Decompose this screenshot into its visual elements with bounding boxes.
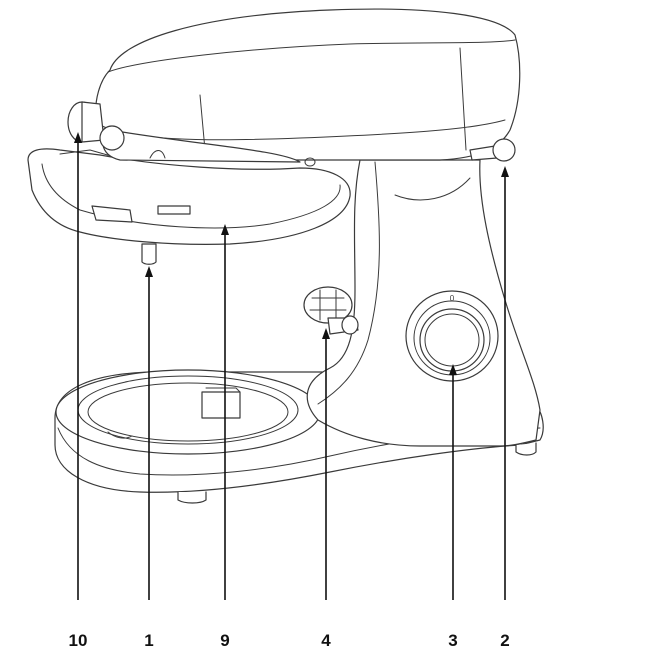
splash-guard [27,148,351,245]
leader-arrow-9 [221,224,229,235]
speed-control-knob: 0 [405,290,499,382]
svg-text:0: 0 [450,294,455,303]
bowl-seat [55,369,321,455]
tilt-release-button [469,138,516,162]
callout-9: 9 [220,631,229,650]
callout-2: 2 [500,631,509,650]
leader-arrow-3 [449,364,457,375]
callout-3: 3 [448,631,457,650]
callout-10: 10 [69,631,88,650]
beater-shaft [141,243,157,265]
leader-arrow-10 [74,132,82,143]
callout-4: 4 [321,631,331,650]
callout-1: 1 [144,631,153,650]
attachment-outlet [303,286,359,335]
leader-arrow-2 [501,166,509,177]
leader-arrow-4 [322,328,330,339]
leader-lines [74,132,509,600]
motor-head [95,8,521,167]
head-lock-lever [67,101,125,151]
callout-labels: 10 1 9 4 3 2 [69,631,510,650]
leader-arrow-1 [145,266,153,277]
